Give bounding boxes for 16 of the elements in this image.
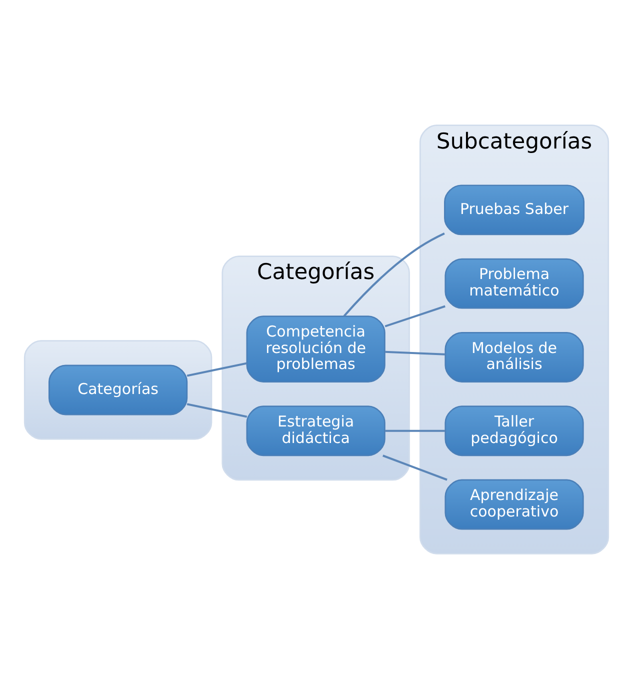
connector — [186, 362, 248, 377]
node-box: Categorías — [48, 364, 188, 416]
node-box: Modelos de análisis — [444, 332, 584, 382]
connector — [186, 403, 248, 418]
node-box: Pruebas Saber — [444, 184, 584, 236]
node-box: Aprendizaje cooperativo — [444, 479, 584, 530]
connector — [384, 305, 446, 328]
cluster — [24, 340, 212, 440]
node-box: Taller pedagógico — [444, 406, 584, 456]
node-box: Estrategia didáctica — [246, 406, 386, 456]
connector — [343, 232, 445, 317]
connector — [382, 454, 448, 481]
connector — [385, 430, 446, 432]
node-box: Problema matemático — [444, 258, 584, 309]
node-box: Competencia resolución de problemas — [246, 316, 386, 382]
connector — [385, 350, 446, 356]
